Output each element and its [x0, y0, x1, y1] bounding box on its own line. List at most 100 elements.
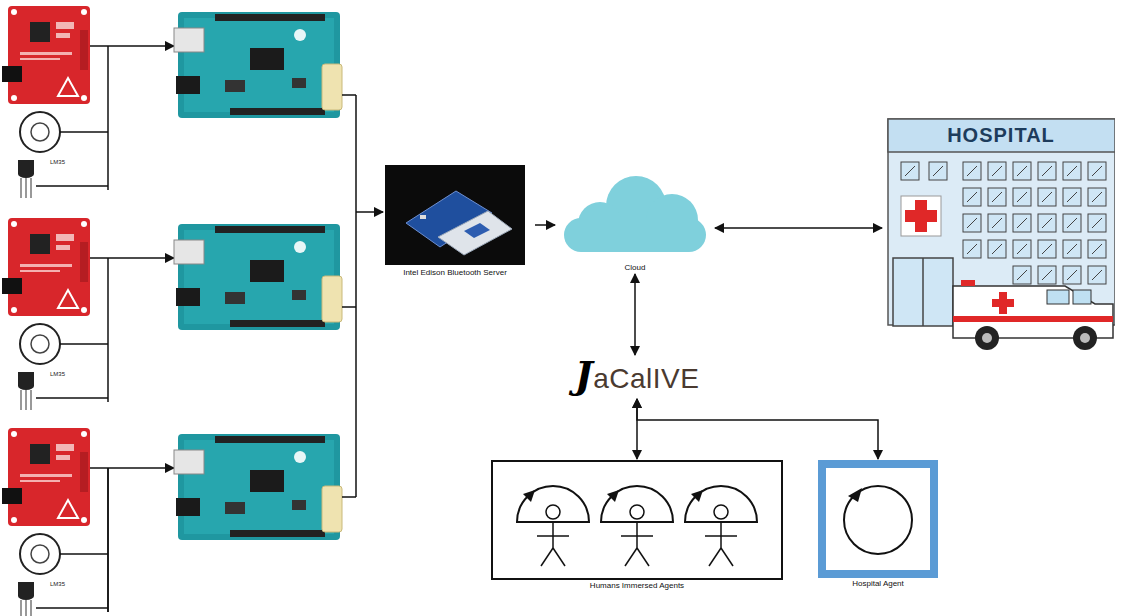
board-wires-part	[342, 94, 356, 96]
part-label: LM35	[50, 580, 65, 588]
hospital-shape-part	[933, 166, 943, 176]
hospital-shape-part	[988, 240, 1006, 258]
edison-shape-part	[438, 211, 512, 255]
hospital-shape-part	[963, 214, 981, 232]
node-caption: Humans Immersed Agents	[487, 580, 787, 591]
cloud-node: Cloud	[556, 170, 714, 273]
hospital-shape-part	[1013, 240, 1031, 258]
board-wires-part	[355, 95, 357, 497]
hospital-shape-part	[1017, 166, 1027, 176]
sensor-group	[2, 6, 174, 616]
hospital-shape-part	[992, 299, 1014, 307]
hospital-shape-part	[1047, 290, 1069, 304]
sensor-group-part	[2, 218, 174, 410]
humans-shape-part	[685, 486, 757, 522]
hospital-shape-part	[1063, 188, 1081, 206]
humans-shape-part	[607, 490, 619, 502]
hospital-shape-part	[1063, 266, 1081, 284]
hospital-shape-part	[1038, 162, 1056, 180]
connector-arrow	[715, 227, 882, 229]
hospital-shape-part	[967, 218, 977, 228]
board-group-part	[174, 434, 342, 540]
hospital-shape-part	[982, 333, 992, 343]
board-wires-part	[342, 496, 356, 498]
sensor-group-part	[107, 606, 109, 612]
agent-shape	[818, 460, 938, 578]
agent-outline	[818, 460, 938, 578]
hospital-shape-part	[1042, 192, 1052, 202]
hospital-shape-part	[905, 166, 915, 176]
hospital-shape-part	[988, 188, 1006, 206]
hospital-shape-part	[963, 188, 981, 206]
humans-shape-part	[720, 522, 722, 548]
hospital-shape-part	[992, 166, 1002, 176]
hospital-shape-part	[967, 244, 977, 254]
humans-shape-part	[541, 548, 553, 566]
hospital-shape-part	[1017, 192, 1027, 202]
humans-shape-part	[705, 535, 737, 537]
humans-shape-part	[523, 490, 535, 502]
agents-box: Humans Immersed Agents	[487, 460, 787, 591]
hospital-shape-part	[1038, 266, 1056, 284]
humans-shape-part	[691, 490, 703, 502]
hospital-shape-part	[1073, 290, 1091, 304]
board-group-part	[174, 224, 342, 330]
hospital-shape-part	[1067, 218, 1077, 228]
sensor-group-part	[2, 6, 174, 198]
logo-wordmark: JaCalIVE	[553, 356, 721, 398]
hospital-shape-part	[901, 196, 941, 236]
humans-shape-part	[709, 548, 721, 566]
hospital-shape-part	[929, 162, 947, 180]
hospital-shape-part	[1092, 218, 1102, 228]
sensor-group-part	[2, 428, 174, 616]
hospital-shape-part	[953, 316, 1113, 322]
hospital-shape-part	[992, 244, 1002, 254]
humans-shape-part	[546, 505, 560, 519]
humans-shape-part	[637, 548, 649, 566]
hospital-shape-part	[1038, 214, 1056, 232]
hospital-shape	[887, 118, 1115, 352]
edison-outline	[380, 163, 530, 267]
hospital-shape-part	[1063, 240, 1081, 258]
sensor-group-part	[107, 468, 109, 606]
agent-shape-part	[822, 464, 934, 574]
hospital-shape-part	[1067, 166, 1077, 176]
hospital-shape-part	[1013, 214, 1031, 232]
hospital-shape-part	[1092, 244, 1102, 254]
hospital-shape-part	[1038, 188, 1056, 206]
cloud-shape-part-part	[564, 218, 706, 252]
hospital-shape-part	[1088, 188, 1106, 206]
hospital-shape-part	[1042, 166, 1052, 176]
hospital-shape-part	[1042, 244, 1052, 254]
hospital-shape-part	[1063, 214, 1081, 232]
humans-shape-part	[630, 505, 644, 519]
humans-shape	[491, 460, 783, 580]
edison-shape-part	[464, 223, 490, 238]
hospital-shape-part	[967, 166, 977, 176]
hospital-shape-part	[1073, 326, 1097, 350]
hospital-outline	[887, 118, 1115, 352]
board-wires	[342, 95, 383, 497]
building-sign: HOSPITAL	[883, 118, 1119, 152]
hospital-shape-part	[963, 162, 981, 180]
hospital-shape-part	[1042, 270, 1052, 280]
hospital-agent-box: Hospital Agent	[814, 460, 942, 589]
hospital-shape-part	[1017, 244, 1027, 254]
hospital-shape-part	[1038, 240, 1056, 258]
hospital-shape-part	[1017, 218, 1027, 228]
connector-arrow	[535, 224, 555, 226]
edison-shape-part	[385, 165, 525, 265]
edison-shape-part	[420, 215, 426, 219]
board-wires-part	[356, 211, 383, 213]
hospital-shape-part	[1067, 270, 1077, 280]
board-wires-part	[342, 306, 356, 308]
hospital-shape-part	[961, 280, 975, 286]
cloud-outline	[560, 170, 710, 262]
hospital-shape-part	[922, 258, 924, 326]
hospital-shape-part	[1092, 192, 1102, 202]
hospital-shape-part	[1092, 166, 1102, 176]
node-caption: Hospital Agent	[814, 578, 942, 589]
humans-shape-part	[721, 548, 733, 566]
hospital-shape-part	[1063, 162, 1081, 180]
